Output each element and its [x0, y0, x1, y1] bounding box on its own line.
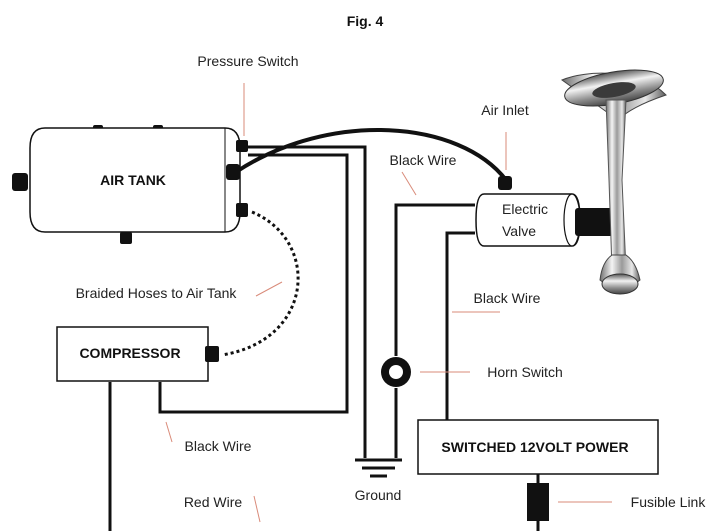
compressor-label: COMPRESSOR [79, 345, 180, 361]
switched-power-label: SWITCHED 12VOLT POWER [441, 439, 628, 455]
ground-label: Ground [355, 487, 402, 503]
electric-valve-label-1: Electric [502, 201, 548, 217]
air-tank-label: AIR TANK [100, 172, 166, 188]
electric-valve: Electric Valve [475, 176, 613, 247]
red-wire-label: Red Wire [184, 494, 243, 510]
electric-valve-label-2: Valve [502, 223, 536, 239]
valve-to-power-wire [445, 231, 475, 420]
switched-power-box: SWITCHED 12VOLT POWER [417, 419, 659, 475]
valve-to-horn-switch-wire [394, 203, 475, 356]
braided-hoses-leader [255, 281, 283, 297]
compressor-black-wire [158, 153, 349, 414]
black-wire-bottom-leader [165, 421, 173, 443]
horn-switch-icon [381, 357, 411, 387]
horn-icon [560, 69, 667, 295]
fusible-link-label: Fusible Link [631, 494, 707, 510]
fuse-icon [527, 483, 549, 521]
ground-symbol-icon [355, 458, 402, 478]
air-hose [234, 128, 508, 182]
pressure-switch-label: Pressure Switch [197, 53, 298, 69]
braided-hose [221, 210, 300, 357]
black-wire-bottom-label: Black Wire [185, 438, 252, 454]
braided-hoses-label: Braided Hoses to Air Tank [76, 285, 238, 301]
black-wire-top-label: Black Wire [390, 152, 457, 168]
horn-switch-label: Horn Switch [487, 364, 562, 380]
air-inlet-label: Air Inlet [481, 102, 529, 118]
black-wire-top-leader [401, 171, 417, 196]
red-wire-leader [253, 495, 261, 523]
air-tank: AIR TANK [12, 125, 248, 244]
figure-title: Fig. 4 [347, 13, 384, 29]
compressor: COMPRESSOR [56, 326, 219, 382]
black-wire-right-label: Black Wire [474, 290, 541, 306]
